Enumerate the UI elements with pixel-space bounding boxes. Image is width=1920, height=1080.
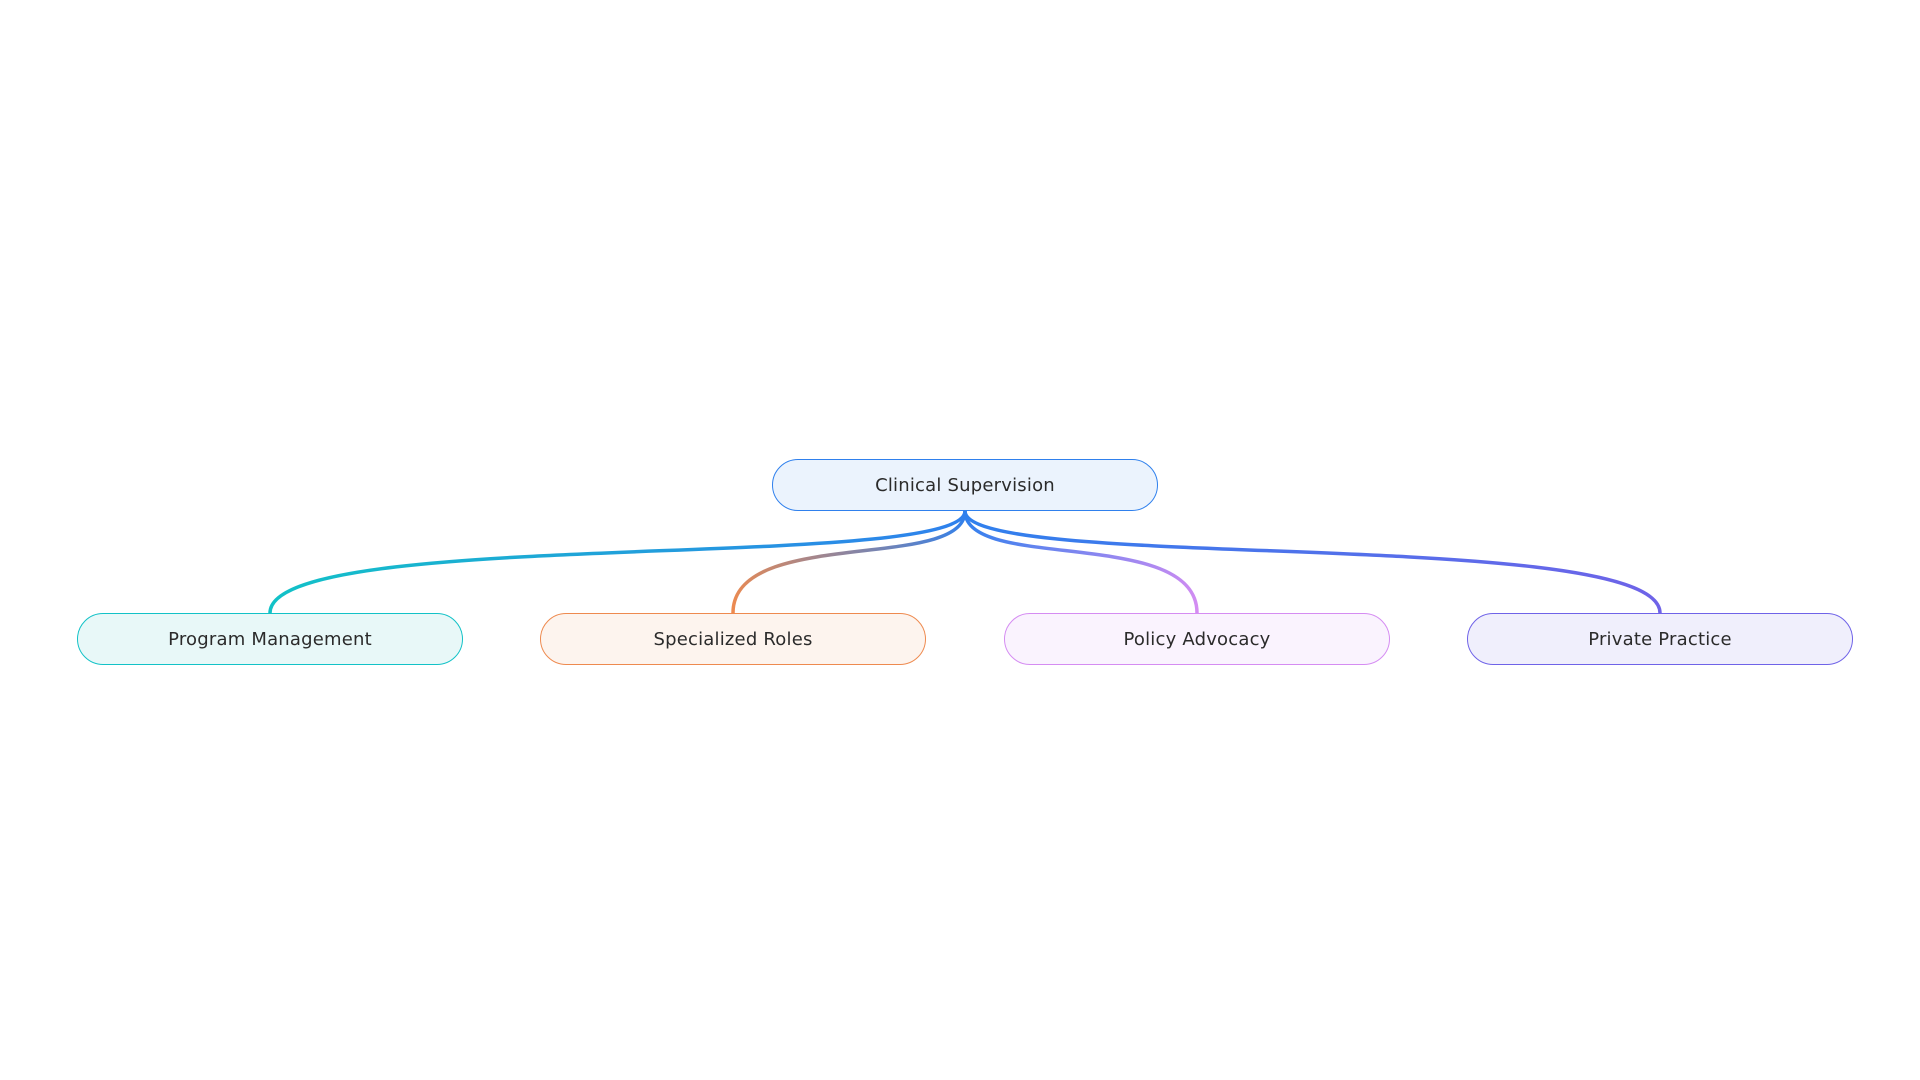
connector-layer	[268, 509, 1662, 615]
connector-policy-advocacy	[963, 509, 1199, 615]
branch-node-policy-advocacy[interactable]: Policy Advocacy	[1004, 613, 1390, 665]
branch-node-label: Specialized Roles	[653, 628, 813, 650]
branch-node-label: Policy Advocacy	[1123, 628, 1271, 650]
branch-node-label: Program Management	[168, 628, 372, 650]
root-node-label: Clinical Supervision	[875, 474, 1055, 496]
branch-node-program-management[interactable]: Program Management	[77, 613, 463, 665]
connector-program-management	[268, 509, 967, 615]
branch-node-private-practice[interactable]: Private Practice	[1467, 613, 1853, 665]
connector-private-practice	[963, 509, 1662, 615]
root-node-clinical-supervision[interactable]: Clinical Supervision	[772, 459, 1158, 511]
branch-node-label: Private Practice	[1588, 628, 1732, 650]
branch-node-specialized-roles[interactable]: Specialized Roles	[540, 613, 926, 665]
connector-specialized-roles	[731, 509, 967, 615]
